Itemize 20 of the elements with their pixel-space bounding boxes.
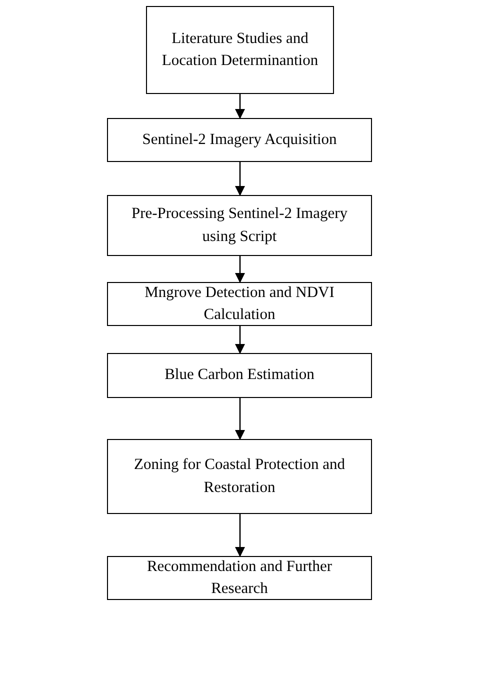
arrow (235, 398, 245, 440)
process-box (107, 282, 372, 326)
process-box (107, 195, 372, 256)
step-text: Pre-Processing Sentinel-2 Imagery using Script (130, 204, 349, 246)
step-text: Literature Studies and Location Determinantion (160, 28, 320, 71)
process-box (107, 439, 372, 514)
arrow (235, 256, 245, 283)
arrow (235, 162, 245, 196)
arrow (235, 514, 245, 557)
process-box (107, 556, 372, 600)
process-box (107, 118, 372, 162)
step-text: Mngrove Detection and NDVI Calculation (144, 282, 336, 325)
step-text: Recommendation and Further Research (146, 556, 334, 599)
process-box (146, 6, 334, 94)
arrow (235, 326, 245, 354)
step-text: Zoning for Coastal Protection and Restoration (133, 455, 346, 498)
step-text: Sentinel-2 Imagery Acquisition (142, 130, 337, 150)
arrow (235, 94, 245, 119)
process-box (107, 353, 372, 398)
step-text: Blue Carbon Estimation (164, 365, 314, 386)
